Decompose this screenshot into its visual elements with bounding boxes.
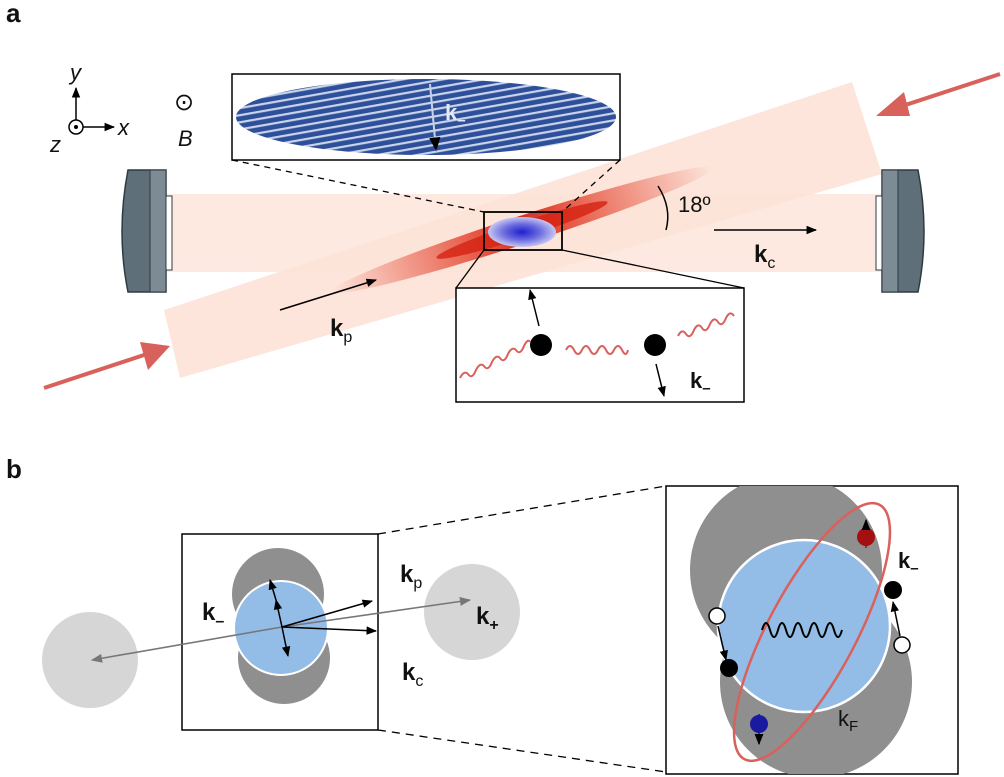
hole-icon [893,636,911,654]
mirror-icon [121,169,173,293]
mirror-icon [875,169,925,293]
inset-top-k-label: k– [445,100,466,129]
k-back-arrow [90,626,283,663]
panel-a-label: a [6,0,21,28]
atom-cloud-icon [236,79,616,155]
coordinate-axes: y x z [49,60,130,157]
particle-icon [720,659,738,677]
field-label: B [178,126,193,151]
kc-label: kc [754,241,775,272]
pump-in-arrow-left [43,351,151,390]
angle-arc [657,185,669,231]
field-symbol: ⊙ [174,89,194,116]
atom-cloud-box [483,211,563,251]
inset-bottom-k-label: k– [690,368,711,397]
particle-icon [884,581,902,599]
kp-label: kp [330,315,352,346]
zoom-k-minus-label: k– [898,548,919,577]
b-k-minus-label: k– [202,599,224,630]
b-kc-label: kc [402,659,423,690]
atom-icon [644,334,666,356]
atom-icon [530,334,552,356]
zoom-kf-label: kF [838,706,858,735]
k-plus-arrow [281,596,472,628]
axis-x-label: x [117,115,130,140]
k-minus-circle [42,612,138,708]
b-k-plus-label: k+ [476,603,499,634]
b-kp-label: kp [400,561,422,592]
fermi-sea [233,580,329,676]
atom-cloud-icon [488,217,556,247]
photon-wave-icon [459,312,735,379]
axis-z-label: z [49,132,61,157]
photon-wave-icon [761,622,843,638]
panel-b-label: b [6,454,22,484]
k-plus-circle [424,564,520,660]
axis-y-label: y [68,60,83,85]
inset-bottom-box [455,287,745,403]
angle-label: 18º [678,192,711,217]
hole-icon [708,607,726,625]
